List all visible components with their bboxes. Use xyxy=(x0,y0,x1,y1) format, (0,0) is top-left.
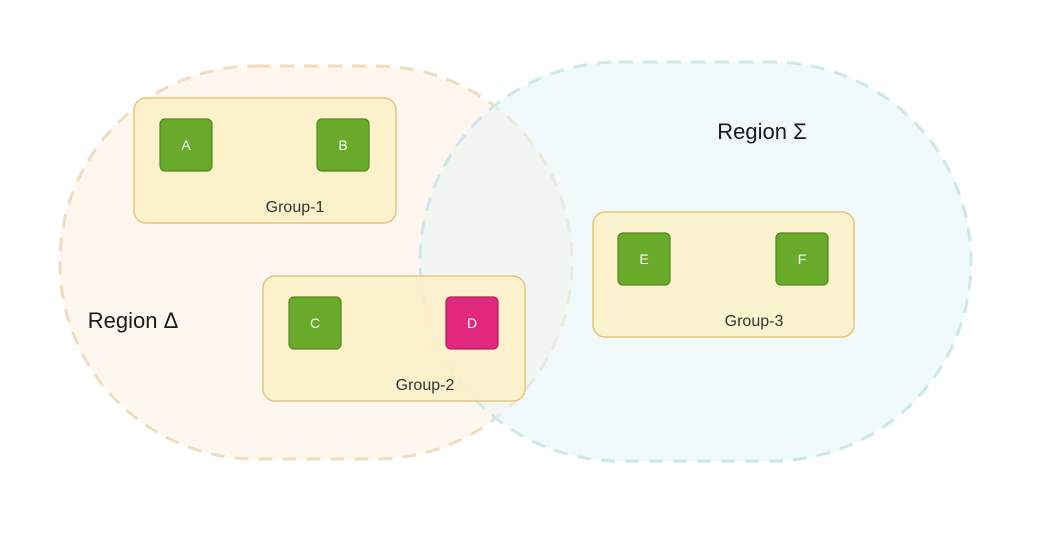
group-3-label: Group-3 xyxy=(725,313,784,330)
region-delta-label: Region Δ xyxy=(88,308,179,333)
node-d-box[interactable] xyxy=(445,296,499,350)
group-1-label: Group-1 xyxy=(266,199,325,216)
node-c-label: C xyxy=(310,315,320,331)
node-f-label: F xyxy=(798,251,807,267)
node-e-label: E xyxy=(639,251,648,267)
node-a[interactable]: A xyxy=(159,118,213,172)
node-b-box[interactable] xyxy=(316,118,370,172)
group-2-label: Group-2 xyxy=(396,377,455,394)
node-b-label: B xyxy=(338,137,347,153)
node-a-label: A xyxy=(181,137,191,153)
region-sigma-label: Region Σ xyxy=(717,119,806,144)
node-f[interactable]: F xyxy=(775,232,829,286)
node-d-label: D xyxy=(467,315,477,331)
node-e[interactable]: E xyxy=(617,232,671,286)
node-b[interactable]: B xyxy=(316,118,370,172)
node-d[interactable]: D xyxy=(445,296,499,350)
node-c[interactable]: C xyxy=(288,296,342,350)
node-e-box[interactable] xyxy=(617,232,671,286)
node-f-box[interactable] xyxy=(775,232,829,286)
node-a-box[interactable] xyxy=(159,118,213,172)
node-c-box[interactable] xyxy=(288,296,342,350)
